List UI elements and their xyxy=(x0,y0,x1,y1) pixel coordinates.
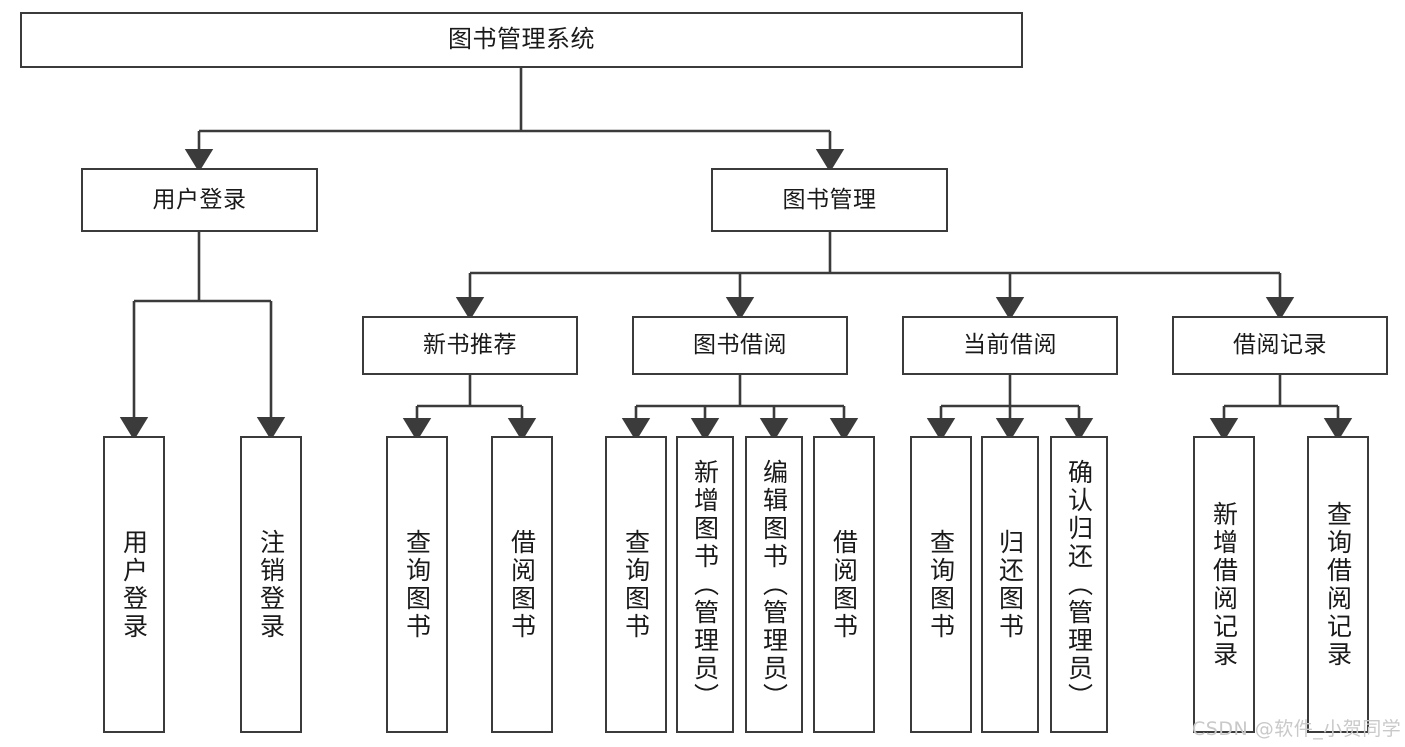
node-leaf-confirm-return[interactable]: 确认归还（管理员） xyxy=(1050,436,1108,733)
node-leaf-confirm-return-label: 确认归还（管理员） xyxy=(1064,458,1094,711)
node-leaf-query-record[interactable]: 查询借阅记录 xyxy=(1307,436,1369,733)
node-user-login-label: 用户登录 xyxy=(152,186,247,213)
node-leaf-logout-login[interactable]: 注销登录 xyxy=(240,436,302,733)
node-leaf-edit-book-label: 编辑图书（管理员） xyxy=(759,458,789,711)
node-leaf-borrow-book-2-label: 借阅图书 xyxy=(829,528,859,641)
node-current-borrow[interactable]: 当前借阅 xyxy=(902,316,1118,375)
node-leaf-query-book-3-label: 查询图书 xyxy=(926,528,956,641)
node-book-manage-label: 图书管理 xyxy=(782,186,877,213)
node-borrow-record[interactable]: 借阅记录 xyxy=(1172,316,1388,375)
node-leaf-borrow-book-1-label: 借阅图书 xyxy=(507,528,537,641)
node-leaf-add-book[interactable]: 新增图书（管理员） xyxy=(676,436,734,733)
node-leaf-query-book-3[interactable]: 查询图书 xyxy=(910,436,972,733)
node-leaf-query-record-label: 查询借阅记录 xyxy=(1323,500,1353,669)
csdn-watermark: CSDN @软件_小贺同学 xyxy=(1192,718,1402,740)
node-leaf-user-login-label: 用户登录 xyxy=(119,528,149,641)
node-book-borrow-label: 图书借阅 xyxy=(693,332,787,359)
node-leaf-query-book-2-label: 查询图书 xyxy=(621,528,651,641)
node-leaf-add-record[interactable]: 新增借阅记录 xyxy=(1193,436,1255,733)
node-borrow-record-label: 借阅记录 xyxy=(1233,332,1327,359)
node-leaf-logout-login-label: 注销登录 xyxy=(256,528,286,641)
node-root-label: 图书管理系统 xyxy=(448,25,595,54)
node-new-book-recommend[interactable]: 新书推荐 xyxy=(362,316,578,375)
node-leaf-add-record-label: 新增借阅记录 xyxy=(1209,500,1239,669)
node-leaf-borrow-book-1[interactable]: 借阅图书 xyxy=(491,436,553,733)
node-leaf-user-login[interactable]: 用户登录 xyxy=(103,436,165,733)
node-leaf-edit-book[interactable]: 编辑图书（管理员） xyxy=(745,436,803,733)
node-leaf-return-book-label: 归还图书 xyxy=(995,528,1025,641)
node-leaf-query-book-1-label: 查询图书 xyxy=(402,528,432,641)
node-new-book-recommend-label: 新书推荐 xyxy=(423,332,517,359)
node-leaf-borrow-book-2[interactable]: 借阅图书 xyxy=(813,436,875,733)
node-root[interactable]: 图书管理系统 xyxy=(20,12,1023,68)
node-book-borrow[interactable]: 图书借阅 xyxy=(632,316,848,375)
node-leaf-return-book[interactable]: 归还图书 xyxy=(981,436,1039,733)
node-leaf-query-book-2[interactable]: 查询图书 xyxy=(605,436,667,733)
node-current-borrow-label: 当前借阅 xyxy=(963,332,1057,359)
node-book-manage[interactable]: 图书管理 xyxy=(711,168,948,232)
node-leaf-query-book-1[interactable]: 查询图书 xyxy=(386,436,448,733)
node-leaf-add-book-label: 新增图书（管理员） xyxy=(690,458,720,711)
node-user-login[interactable]: 用户登录 xyxy=(81,168,318,232)
